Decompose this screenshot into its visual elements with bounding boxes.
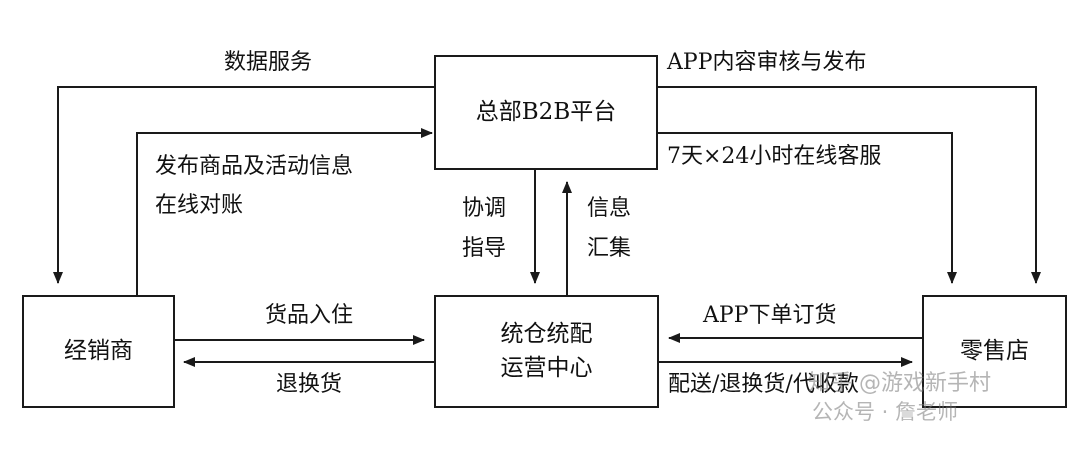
watermark-line2: 公众号 · 詹老师 xyxy=(812,400,959,424)
label-app-review: APP内容审核与发布 xyxy=(667,50,867,75)
node-center-label-line2: 运营中心 xyxy=(500,354,593,381)
node-dealer: 经销商 xyxy=(22,295,175,408)
label-info-line2: 汇集 xyxy=(587,236,632,261)
label-publish-line2: 在线对账 xyxy=(155,193,244,218)
node-hq-b2b-platform: 总部B2B平台 xyxy=(434,55,658,170)
label-customer-service: 7天×24小时在线客服 xyxy=(667,144,882,169)
label-publish-line1: 发布商品及活动信息 xyxy=(155,154,354,179)
node-retail-label: 零售店 xyxy=(960,337,1029,364)
watermark-line1: 知乎 @游戏新手村 xyxy=(808,371,991,396)
node-dealer-label: 经销商 xyxy=(64,337,133,364)
edge-customer-service xyxy=(657,132,957,284)
label-info-line1: 信息 xyxy=(587,196,632,221)
label-app-order: APP下单订货 xyxy=(703,303,837,328)
node-retail-store: 零售店 xyxy=(922,295,1067,408)
edge-data-service xyxy=(53,86,435,284)
label-delivery: 配送/退换货/代收款 xyxy=(668,372,859,397)
edge-publish-info xyxy=(136,128,433,295)
label-return-exchange: 退换货 xyxy=(276,372,343,397)
label-coordinate-line2: 指导 xyxy=(462,236,507,261)
node-center-label-line1: 统仓统配 xyxy=(500,321,593,348)
label-data-service: 数据服务 xyxy=(224,50,313,75)
edge-app-review xyxy=(657,86,1041,284)
label-coordinate-line1: 协调 xyxy=(462,196,507,221)
node-warehouse-center: 统仓统配 运营中心 xyxy=(434,295,659,408)
label-goods-in: 货品入住 xyxy=(265,303,354,328)
node-hq-label: 总部B2B平台 xyxy=(475,98,617,125)
